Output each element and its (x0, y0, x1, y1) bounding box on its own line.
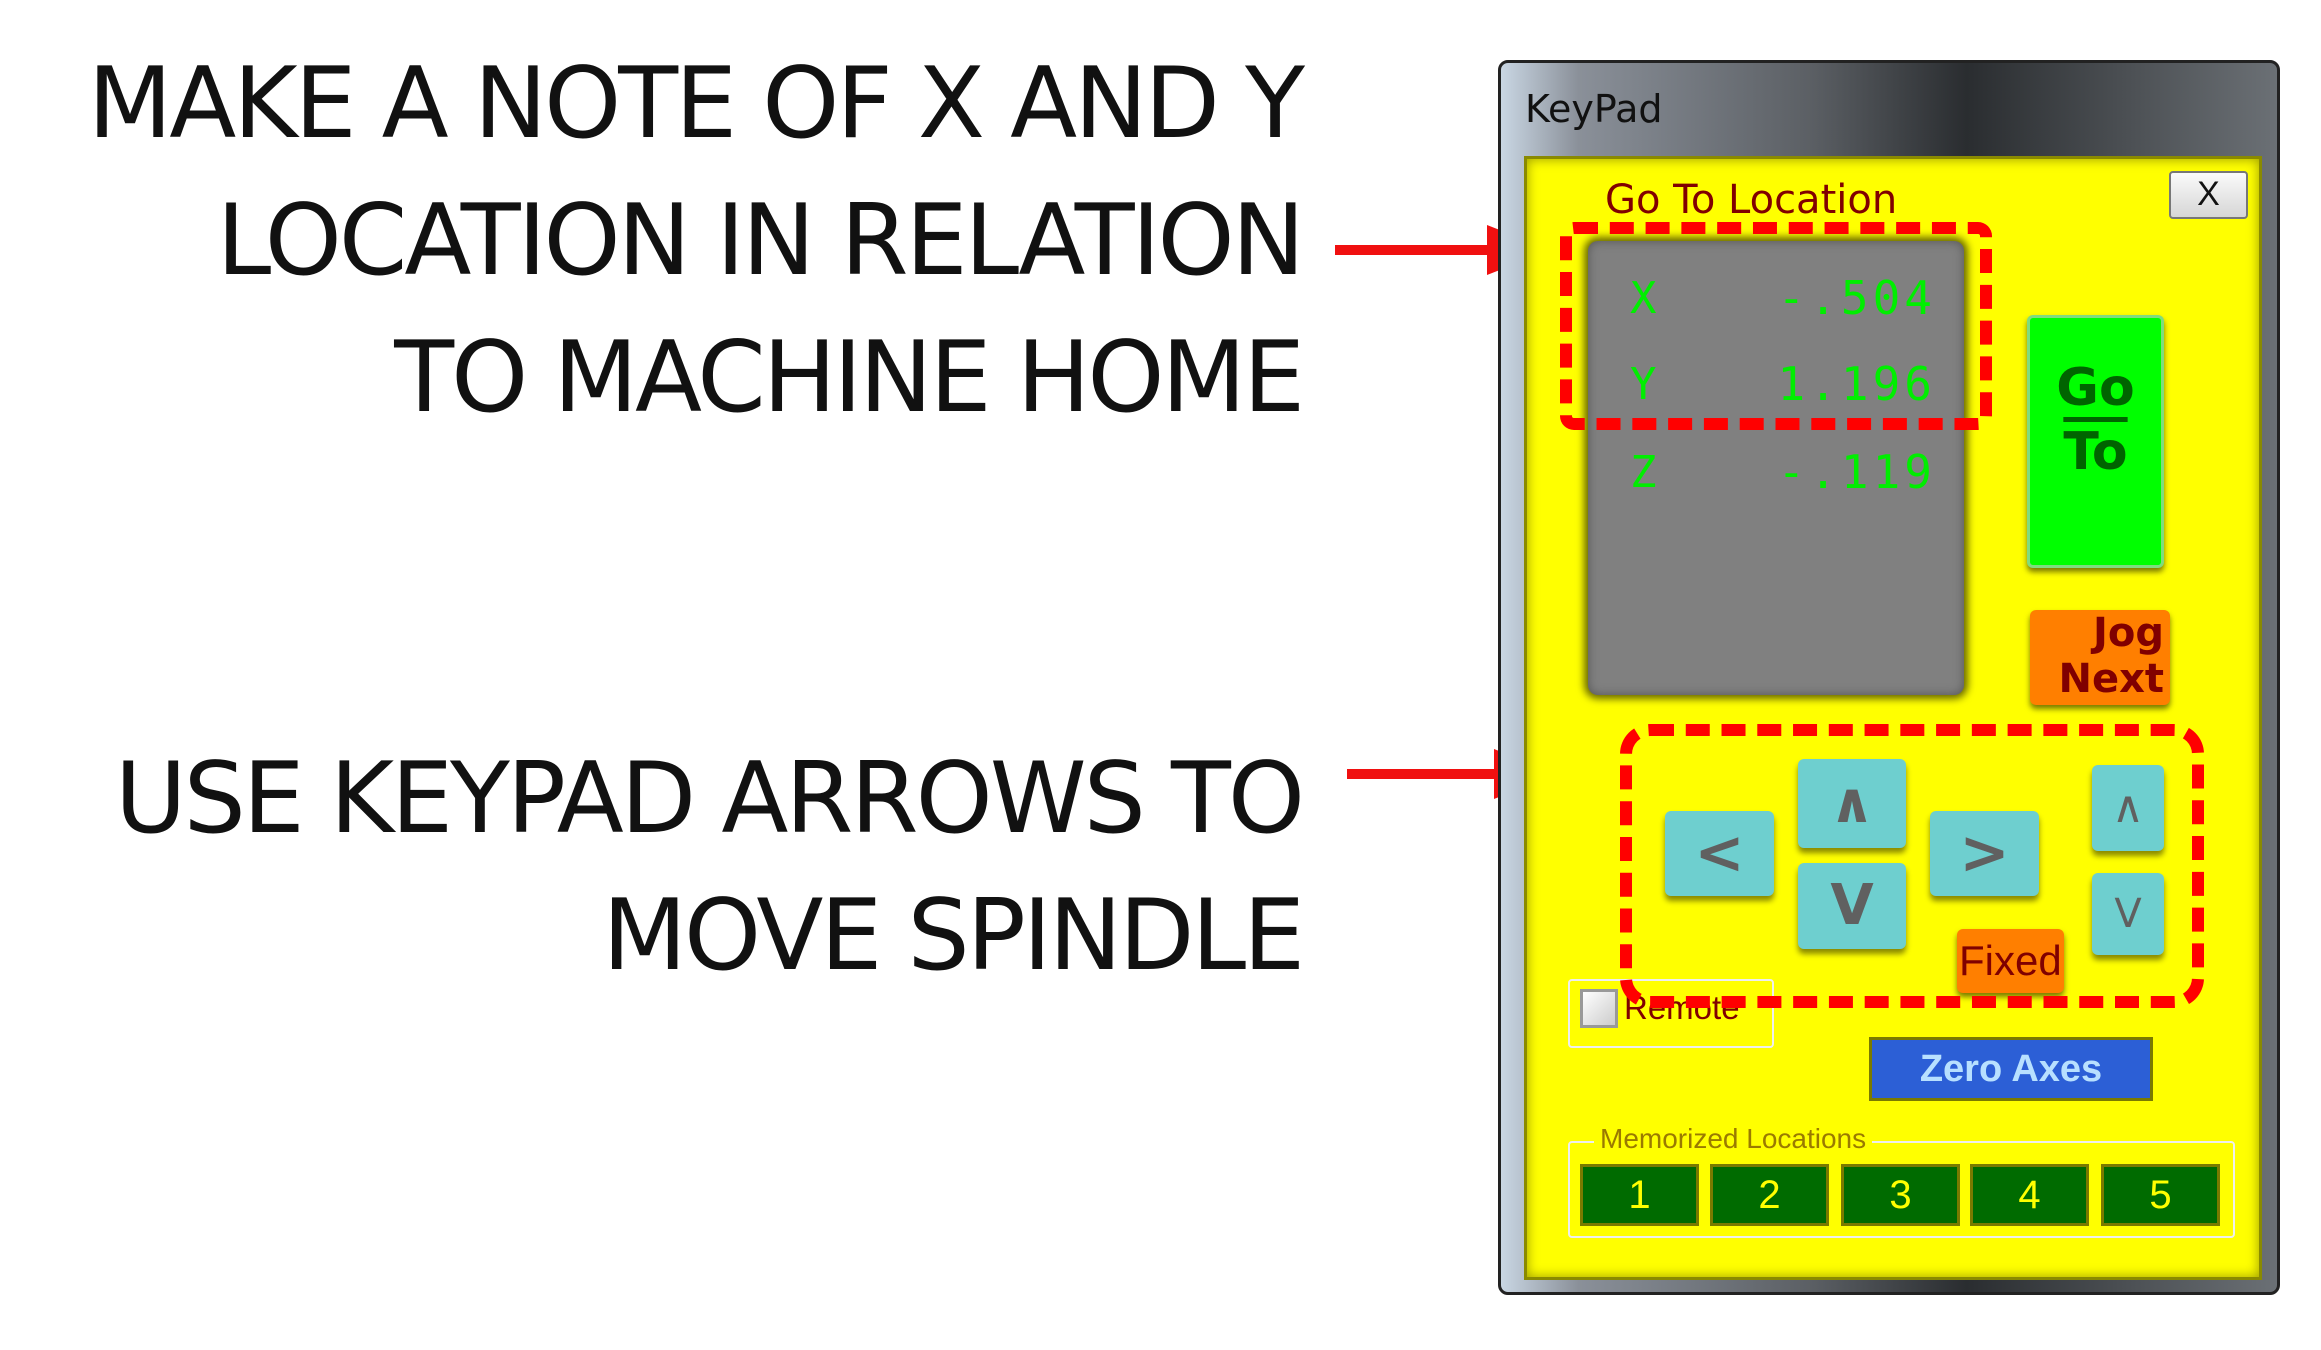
close-button[interactable]: X (2169, 171, 2248, 219)
chevron-up-icon: ∧ (2111, 782, 2145, 833)
chevron-left-icon: < (1694, 818, 1745, 888)
memory-button-4[interactable]: 4 (1970, 1164, 2089, 1226)
keypad-panel: X Go To Location X -.504 Y 1.196 Z -.119… (1524, 156, 2262, 1280)
z-up-button[interactable]: ∧ (2092, 765, 2164, 851)
jog-left-button[interactable]: < (1665, 811, 1774, 896)
memory-button-2[interactable]: 2 (1710, 1164, 1829, 1226)
go-to-button[interactable]: Go To (2027, 315, 2164, 568)
memory-button-1[interactable]: 1 (1580, 1164, 1699, 1226)
zero-axes-button[interactable]: Zero Axes (1869, 1037, 2153, 1101)
go-to-label: To (2063, 422, 2128, 482)
jog-label: Next (2058, 656, 2164, 702)
note-line: MAKE A NOTE OF X AND Y (87, 47, 1305, 161)
jog-label: Jog (2093, 610, 2164, 656)
memorized-locations-group: Memorized Locations 1 2 3 4 5 (1568, 1123, 2235, 1238)
note-line: LOCATION IN RELATION (216, 184, 1305, 298)
memorized-locations-title: Memorized Locations (1594, 1123, 1873, 1155)
highlight-xy-box (1560, 222, 1992, 430)
note-line: MOVE SPINDLE (602, 879, 1305, 993)
annotation-note-arrows: USE KEYPAD ARROWS TO MOVE SPINDLE (114, 731, 1305, 1005)
chevron-down-icon: V (1830, 873, 1874, 938)
chevron-down-icon: V (2114, 891, 2142, 937)
remote-group: Remote (1568, 979, 1774, 1048)
memory-button-5[interactable]: 5 (2101, 1164, 2220, 1226)
memory-button-3[interactable]: 3 (1841, 1164, 1960, 1226)
axis-label-x: X (1630, 273, 1657, 324)
annotation-note-xy: MAKE A NOTE OF X AND Y LOCATION IN RELAT… (87, 36, 1305, 447)
chevron-up-icon: ∧ (1829, 771, 1875, 836)
go-to-label: Go (2056, 358, 2135, 418)
highlight-arrows-box (1620, 724, 2204, 1008)
axis-label-y: Y (1630, 359, 1657, 410)
jog-up-button[interactable]: ∧ (1798, 759, 1906, 848)
axis-value-z: -.119 (1777, 445, 1936, 499)
z-down-button[interactable]: V (2092, 873, 2164, 955)
axis-value-x: -.504 (1777, 271, 1936, 325)
remote-checkbox[interactable] (1580, 989, 1618, 1028)
note-line: USE KEYPAD ARROWS TO (114, 742, 1305, 856)
window-title: KeyPad (1525, 87, 1663, 131)
jog-next-button[interactable]: Jog Next (2030, 610, 2170, 705)
jog-right-button[interactable]: > (1930, 811, 2039, 896)
jog-down-button[interactable]: V (1798, 863, 1906, 949)
note-line: TO MACHINE HOME (394, 321, 1305, 435)
section-title: Go To Location (1605, 177, 1898, 223)
position-readout: X -.504 Y 1.196 Z -.119 (1588, 241, 1964, 695)
axis-value-y: 1.196 (1777, 357, 1936, 411)
fixed-button[interactable]: Fixed (1957, 929, 2064, 993)
keypad-window: KeyPad X Go To Location X -.504 Y 1.196 … (1498, 60, 2280, 1295)
chevron-right-icon: > (1959, 818, 2010, 888)
axis-label-z: Z (1630, 447, 1657, 498)
